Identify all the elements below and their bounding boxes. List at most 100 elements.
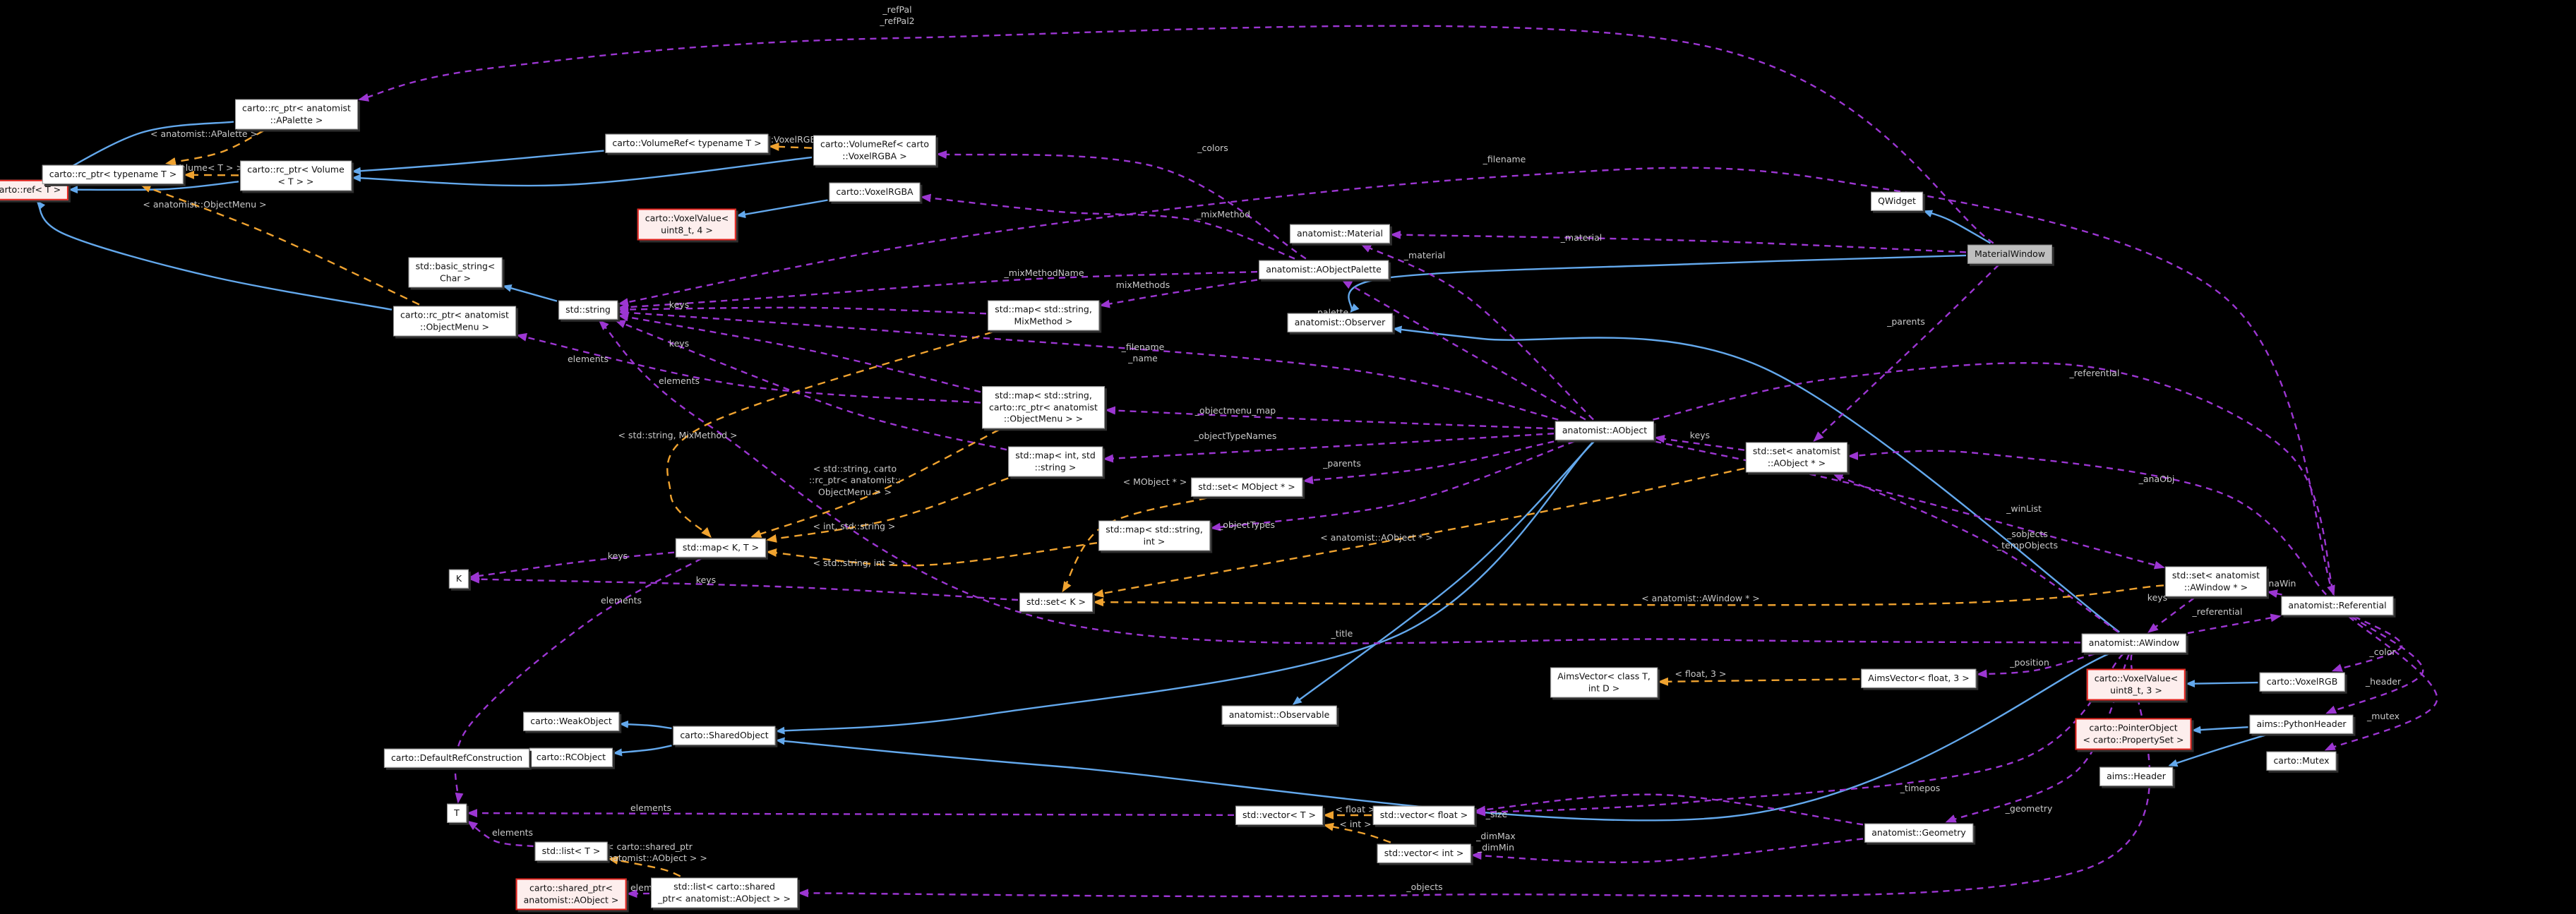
edge-map_om-string — [618, 313, 981, 393]
edge-label-awindow-set_aobj: _sobjects _tempObjects — [1996, 528, 2059, 551]
edge-label-referential-pyheader: _header — [2365, 675, 2402, 687]
node-map_om[interactable]: std::map< std::string, carto::rc_ptr< an… — [982, 386, 1105, 428]
edge-matwin-material — [1390, 230, 1967, 253]
edge-awindow-geometry — [1945, 654, 2131, 823]
edge-pyheader-header — [2168, 734, 2266, 767]
edge-label-matwin-set_aobj: _parents — [1887, 315, 1925, 327]
node-material[interactable]: anatomist::Material — [1289, 224, 1391, 243]
node-referential[interactable]: anatomist::Referential — [2281, 596, 2394, 615]
node-awindow[interactable]: anatomist::AWindow — [2081, 633, 2187, 653]
node-geometry[interactable]: anatomist::Geometry — [1864, 823, 1973, 843]
edge-voxelrgb-vv3 — [2186, 680, 2258, 688]
edge-label-aobject-string: _filename _name — [1121, 341, 1165, 363]
edge-referential-pyheader — [2325, 615, 2424, 714]
node-vv4[interactable]: carto::VoxelValue< uint8_t, 4 > — [637, 208, 737, 241]
node-voxelrgba[interactable]: carto::VoxelRGBA — [829, 182, 921, 202]
node-string[interactable]: std::string — [558, 300, 618, 320]
edge-aopal-string — [618, 270, 1258, 312]
edge-label-set_aobj-set_k: < anatomist::AObject * > — [1320, 531, 1433, 543]
node-matwin[interactable]: MaterialWindow — [1967, 244, 2053, 264]
edge-vref_rgba-rcptr_vol — [352, 156, 813, 187]
edge-label-list_sptr-list_t: < carto::shared_ptr < anatomist::AObject… — [592, 841, 707, 863]
edge-map_mix-map_kt — [666, 331, 993, 538]
node-header[interactable]: aims::Header — [2099, 766, 2173, 786]
edge-label-aobject-map_str_int: _objectTypes — [1218, 519, 1275, 530]
edge-map_kt-k — [469, 551, 675, 580]
edge-string-basicstr — [502, 284, 558, 302]
edge-label-aopal-voxelrgba: _mixMethod — [1196, 208, 1251, 220]
edge-label-aopal-map_mix: mixMethods — [1115, 279, 1170, 290]
node-qwidget[interactable]: QWidget — [1871, 191, 1923, 211]
node-set_awin[interactable]: std::set< anatomist ::AWindow * > — [2164, 566, 2268, 597]
edge-awindow-set_aobj — [1832, 473, 2119, 633]
node-aimsv_td[interactable]: AimsVector< class T, int D > — [1550, 667, 1658, 698]
edge-label-map_str_int-map_kt: < std::string, int > — [813, 557, 896, 568]
node-map_str_int[interactable]: std::map< std::string, int > — [1098, 520, 1210, 551]
node-vec_i[interactable]: std::vector< int > — [1377, 843, 1471, 863]
edge-aobject-map_int_str — [1103, 433, 1554, 463]
node-observer[interactable]: anatomist::Observer — [1287, 313, 1393, 332]
edge-label-awindow-string: _title — [1331, 627, 1353, 639]
node-basicstr[interactable]: std::basic_string< Char > — [408, 257, 503, 288]
node-rcptr_t[interactable]: carto::rc_ptr< typename T > — [42, 164, 184, 184]
edge-aopal-vref_rgba — [936, 150, 1307, 260]
edge-set_aobj-set_k — [1093, 467, 1745, 598]
node-rcobj[interactable]: carto::RCObject — [529, 747, 613, 767]
edge-label-geometry-vec_f: _size — [1485, 808, 1508, 819]
node-aobject[interactable]: anatomist::AObject — [1554, 421, 1655, 440]
node-vref_t[interactable]: carto::VolumeRef< typename T > — [605, 133, 769, 153]
edge-label-aopal-string: _mixMethodName — [1004, 267, 1084, 278]
node-k[interactable]: K — [448, 569, 469, 589]
node-list_sptr[interactable]: std::list< carto::shared _ptr< anatomist… — [651, 877, 798, 908]
node-t[interactable]: T — [447, 803, 467, 823]
edge-vec_i-vec_t — [1323, 822, 1391, 843]
edge-rcptr_vol-ref — [68, 181, 239, 194]
edge-aobject-sharedobj — [775, 440, 1595, 735]
node-vec_t[interactable]: std::vector< T > — [1235, 805, 1323, 825]
edge-label-list_t-t: elements — [491, 826, 534, 838]
node-set_k[interactable]: std::set< K > — [1019, 592, 1093, 612]
node-vref_rgba[interactable]: carto::VolumeRef< carto ::VoxelRGBA > — [813, 135, 937, 166]
edge-geometry-vec_f — [1475, 793, 1864, 826]
node-rcptr_vol[interactable]: carto::rc_ptr< Volume < T > > — [240, 160, 352, 191]
node-aimsv_f3[interactable]: AimsVector< float, 3 > — [1861, 668, 1977, 688]
edge-label-aimsv_f3-aimsv_td: < float, 3 > — [1675, 668, 1727, 679]
node-sptr[interactable]: carto::shared_ptr< anatomist::AObject > — [515, 878, 627, 910]
edge-map_om-rcptr_om — [516, 332, 981, 404]
node-aopal[interactable]: anatomist::AObjectPalette — [1259, 260, 1389, 279]
node-rcptr_apal[interactable]: carto::rc_ptr< anatomist ::APalette > — [235, 99, 358, 130]
node-vv3[interactable]: carto::VoxelValue< uint8_t, 3 > — [2086, 668, 2186, 701]
edge-awindow-list_sptr — [798, 654, 2151, 898]
node-set_mobj[interactable]: std::set< MObject * > — [1191, 477, 1302, 497]
edge-label-map_om-map_kt: < std::string, carto ::rc_ptr< anatomist… — [808, 463, 901, 498]
node-mutex[interactable]: carto::Mutex — [2266, 751, 2337, 771]
node-vec_f[interactable]: std::vector< float > — [1372, 805, 1475, 825]
edge-awindow-observer — [1392, 325, 2120, 633]
node-set_aobj[interactable]: std::set< anatomist ::AObject * > — [1745, 442, 1848, 473]
edge-list_t-t — [467, 820, 534, 848]
edge-rcptr_om-rcptr_t — [140, 184, 420, 306]
edge-label-referential-set_awin: _anaWin — [2258, 577, 2296, 589]
node-list_t[interactable]: std::list< T > — [534, 841, 608, 861]
node-map_int_str[interactable]: std::map< int, std ::string > — [1008, 446, 1103, 477]
node-map_kt[interactable]: std::map< K, T > — [675, 538, 767, 558]
node-weakobj[interactable]: carto::WeakObject — [523, 711, 619, 731]
edge-matwin-set_aobj — [1813, 264, 1999, 442]
node-map_mix[interactable]: std::map< std::string, MixMethod > — [988, 300, 1099, 331]
node-defref[interactable]: carto::DefaultRefConstruction — [383, 748, 530, 768]
node-pobj[interactable]: carto::PointerObject < carto::PropertySe… — [2075, 718, 2192, 750]
node-voxelrgb[interactable]: carto::VoxelRGB — [2259, 672, 2345, 692]
edge-set_aobj-aobject — [1654, 434, 1745, 451]
edge-label-referential-set_aobj: _anaObj — [2138, 473, 2175, 484]
edge-label-referential-voxelrgb: _color — [2369, 646, 2396, 657]
node-sharedobj[interactable]: carto::SharedObject — [673, 726, 776, 745]
node-observable[interactable]: anatomist::Observable — [1221, 705, 1337, 725]
node-rcptr_om[interactable]: carto::rc_ptr< anatomist ::ObjectMenu > — [393, 306, 516, 337]
edge-vec_t-t — [467, 809, 1235, 818]
edge-aobject-material — [1360, 243, 1594, 421]
node-pyheader[interactable]: aims::PythonHeader — [2249, 714, 2354, 734]
edge-geometry-vec_i — [1470, 838, 1864, 863]
edge-label-awindow-aimsv_f3: _position — [2010, 656, 2049, 668]
